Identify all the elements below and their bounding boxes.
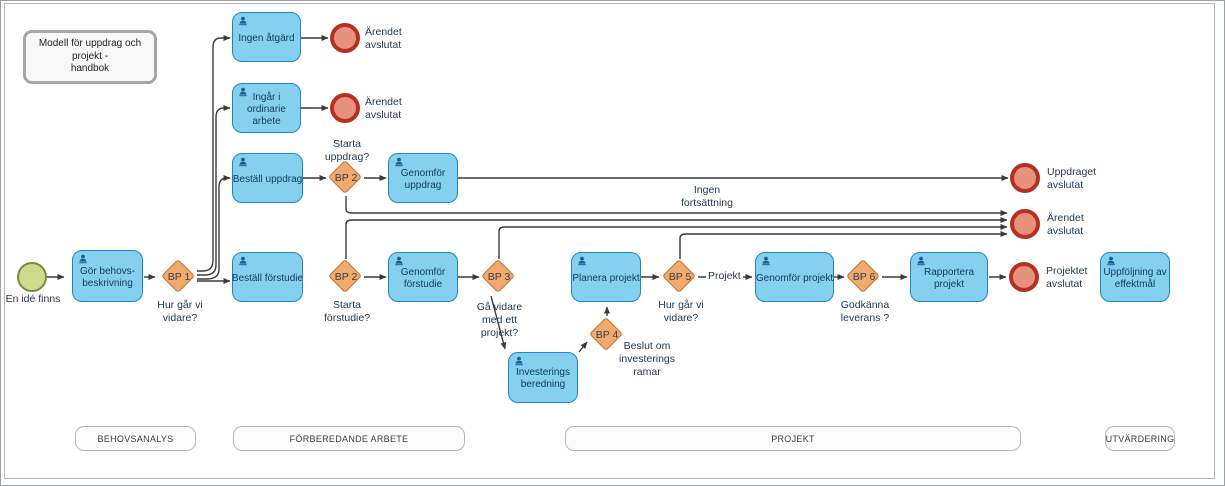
lane-label: PROJEKT xyxy=(771,433,815,444)
start-event[interactable] xyxy=(17,262,47,292)
gateway-bp6[interactable]: BP 6 xyxy=(846,259,882,295)
gateway-question-bp2-uppdrag: Starta uppdrag? xyxy=(324,138,370,163)
person-icon xyxy=(515,356,523,366)
gateway-label: BP 3 xyxy=(487,271,511,283)
task-label: Genomför förstudie xyxy=(400,266,446,290)
end-event-projektet-avslutat[interactable] xyxy=(1009,262,1039,292)
flow-label-ingen-fortsattning: Ingen fortsättning xyxy=(681,184,733,209)
end-event-arendet-avslutat-1[interactable] xyxy=(330,23,360,53)
lane-behovsanalys[interactable]: BEHOVSANALYS xyxy=(75,426,196,451)
person-icon xyxy=(762,256,770,266)
task-label: Genomför uppdrag xyxy=(400,167,446,191)
task-genomfor-uppdrag[interactable]: Genomför uppdrag xyxy=(388,153,458,203)
task-label: Genomför projekt xyxy=(755,272,834,284)
gateway-label: BP 6 xyxy=(852,271,876,283)
task-genomfor-projekt[interactable]: Genomför projekt xyxy=(755,252,834,302)
task-rapportera-projekt[interactable]: Rapportera projekt xyxy=(910,252,988,302)
gateway-bp5[interactable]: BP 5 xyxy=(662,259,698,295)
task-label: Investerings beredning xyxy=(516,367,570,390)
lane-utvardering[interactable]: UTVÄRDERING xyxy=(1105,426,1175,451)
task-bestall-uppdrag[interactable]: Beställ uppdrag xyxy=(232,153,303,203)
lane-label: UTVÄRDERING xyxy=(1105,433,1175,444)
task-ingar-i-ordinarie-arbete[interactable]: Ingår i ordinarie arbete xyxy=(232,83,301,133)
lane-forberedande-arbete[interactable]: FÖRBEREDANDE ARBETE xyxy=(233,426,465,451)
task-label: Planera projekt xyxy=(572,272,640,284)
task-label: Gör behovs-beskrivning xyxy=(79,265,136,289)
task-genomfor-forstudie[interactable]: Genomför förstudie xyxy=(388,252,458,302)
end-event-label: Uppdraget avslutat xyxy=(1047,166,1097,191)
end-event-uppdraget-avslutat[interactable] xyxy=(1010,163,1040,193)
person-icon xyxy=(239,157,247,167)
person-icon xyxy=(1107,256,1115,266)
gateway-bp3[interactable]: BP 3 xyxy=(481,259,517,295)
diagram-canvas xyxy=(4,3,1215,479)
task-uppfoljning-av-effektmal[interactable]: Uppföljning av effektmål xyxy=(1100,252,1170,302)
end-event-label: Ärendet avslutat xyxy=(365,26,402,51)
person-icon xyxy=(395,256,403,266)
person-icon xyxy=(239,256,247,266)
task-planera-projekt[interactable]: Planera projekt xyxy=(571,252,641,302)
task-label: Rapportera projekt xyxy=(923,266,975,290)
gateway-question-bp3: Gå vidare med ett projekt? xyxy=(476,301,523,339)
gateway-label: BP 1 xyxy=(167,271,191,283)
task-label: Uppföljning av effektmål xyxy=(1103,266,1167,290)
end-event-label: Ärendet avslutat xyxy=(365,96,402,121)
gateway-label: BP 5 xyxy=(668,271,692,283)
gateway-question-bp6: Godkänna leverans ? xyxy=(840,299,890,324)
task-label: Ingår i ordinarie arbete xyxy=(247,91,286,127)
start-event-label: En idé finns xyxy=(5,293,61,305)
gateway-bp4[interactable]: BP 4 xyxy=(589,317,625,353)
gateway-question-bp5: Hur går vi vidare? xyxy=(658,299,704,324)
task-bestall-forstudie[interactable]: Beställ förstudie xyxy=(232,252,303,302)
task-label: Beställ uppdrag xyxy=(232,173,303,185)
gateway-label: BP 4 xyxy=(595,329,619,341)
lane-label: FÖRBEREDANDE ARBETE xyxy=(289,433,409,444)
person-icon xyxy=(239,16,247,26)
gateway-label: BP 2 xyxy=(334,172,358,184)
gateway-bp1[interactable]: BP 1 xyxy=(161,259,197,295)
end-event-arendet-avslutat-3[interactable] xyxy=(1010,209,1040,239)
end-event-arendet-avslutat-2[interactable] xyxy=(330,93,360,123)
task-ingen-atgard[interactable]: Ingen åtgärd xyxy=(232,12,301,62)
flow-label-projekt: Projekt xyxy=(706,270,743,283)
person-icon xyxy=(578,256,586,266)
gateway-question-bp1: Hur går vi vidare? xyxy=(157,299,203,324)
gateway-question-bp2-forstudie: Starta förstudie? xyxy=(323,299,371,324)
end-event-label: Ärendet avslutat xyxy=(1047,212,1084,237)
person-icon xyxy=(239,87,247,97)
task-label: Ingen åtgärd xyxy=(238,32,295,44)
lane-projekt[interactable]: PROJEKT xyxy=(565,426,1021,451)
task-investeringsberedning[interactable]: Investerings beredning xyxy=(508,352,578,403)
person-icon xyxy=(79,254,87,264)
gateway-label: BP 2 xyxy=(334,271,358,283)
task-gor-behovsbeskrivning[interactable]: Gör behovs-beskrivning xyxy=(72,250,143,302)
task-label: Beställ förstudie xyxy=(231,272,304,284)
gateway-question-bp4: Beslut om investerings ramar xyxy=(618,340,676,378)
gateway-bp2-forstudie[interactable]: BP 2 xyxy=(328,259,364,295)
model-title-note: Modell för uppdrag och projekt - handbok xyxy=(23,30,157,84)
person-icon xyxy=(917,256,925,266)
gateway-bp2-uppdrag[interactable]: BP 2 xyxy=(328,160,364,196)
person-icon xyxy=(395,157,403,167)
lane-label: BEHOVSANALYS xyxy=(97,433,174,444)
end-event-label: Projektet avslutat xyxy=(1046,265,1088,290)
